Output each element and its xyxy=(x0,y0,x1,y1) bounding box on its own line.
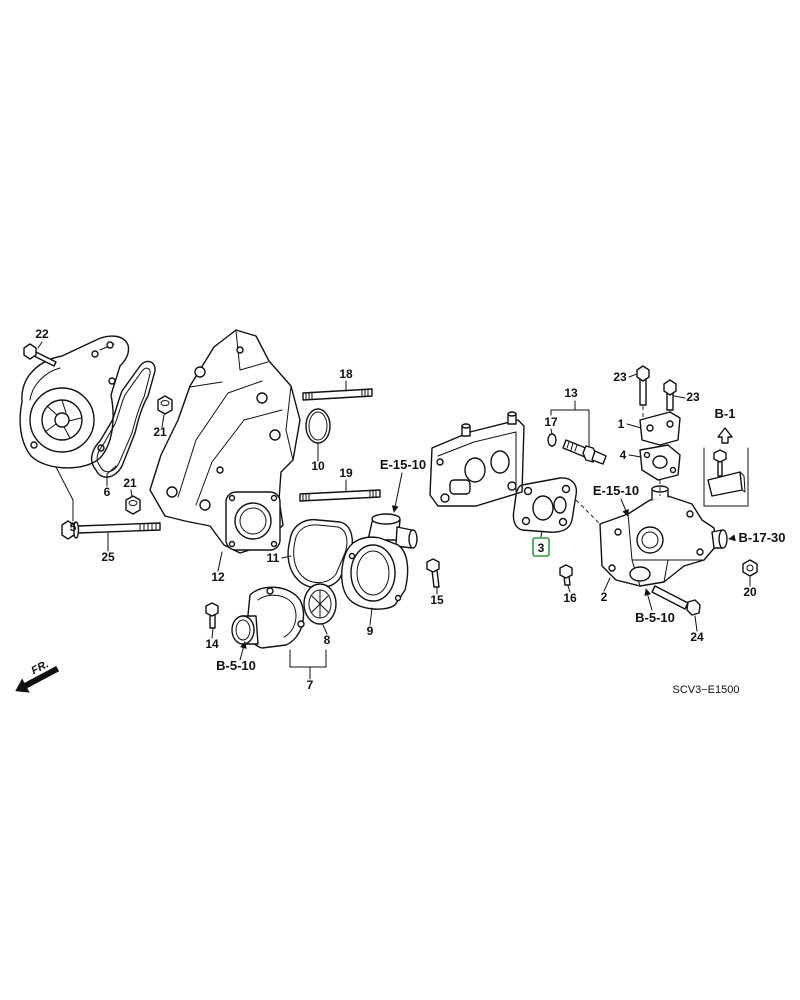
thermostat xyxy=(303,583,337,625)
leader-line-17 xyxy=(550,428,553,435)
part-number-6: 6 xyxy=(104,485,111,499)
housing-bolt xyxy=(426,558,440,588)
part-number-20: 20 xyxy=(743,585,757,599)
leader-line-23-right xyxy=(673,395,686,399)
leader-line-21-upper xyxy=(161,414,165,428)
part-number-17: 17 xyxy=(544,415,558,429)
b1-inset xyxy=(703,427,749,507)
reference-e15-10-housing: E-15-10 xyxy=(593,483,639,498)
part-number-1: 1 xyxy=(618,417,625,431)
pump-bolt xyxy=(23,343,57,367)
bracket xyxy=(639,411,681,446)
bracket-bolt-right xyxy=(663,379,677,411)
part-number-10: 10 xyxy=(311,459,325,473)
leader-line-6 xyxy=(106,465,117,487)
part-number-8: 8 xyxy=(324,633,331,647)
cylinder-head-section xyxy=(429,411,525,507)
outlet-bolt xyxy=(651,585,701,616)
leader-line-24 xyxy=(694,615,698,632)
flange-bolt xyxy=(559,564,573,586)
part-number-23-left: 23 xyxy=(613,370,627,384)
leader-line-5 xyxy=(55,466,74,522)
leader-line-22 xyxy=(37,341,43,349)
part-number-15: 15 xyxy=(430,593,444,607)
reference-b1: B-1 xyxy=(715,406,736,421)
leader-line-b5-10-housing xyxy=(644,588,653,611)
leader-line-2 xyxy=(603,577,611,592)
part-number-21-lower: 21 xyxy=(123,476,137,490)
highlight-box xyxy=(532,537,550,557)
water-outlet-housing xyxy=(599,485,728,587)
housing-gasket xyxy=(512,477,578,533)
pipe-nut xyxy=(742,559,758,577)
thermostat-cover xyxy=(231,586,305,649)
leader-line-e15-10-thermostat xyxy=(391,472,403,513)
part-number-13: 13 xyxy=(564,386,578,400)
part-number-21-upper: 21 xyxy=(153,425,167,439)
assembly-line xyxy=(575,406,671,525)
leader-line-7 xyxy=(289,649,327,680)
part-number-12: 12 xyxy=(211,570,225,584)
water-passage-housing xyxy=(149,329,301,554)
stud-bolt-upper xyxy=(302,388,373,401)
part-number-22: 22 xyxy=(35,327,49,341)
leader-line-13 xyxy=(550,400,590,448)
part-number-23-right: 23 xyxy=(686,390,700,404)
cover-bolt xyxy=(205,602,219,629)
drawing-code: SCV3−E1500 xyxy=(673,684,740,696)
arrow-icon xyxy=(15,665,60,693)
part-number-3: 3 xyxy=(538,541,545,555)
leader-line-11 xyxy=(281,555,292,559)
leader-line-16 xyxy=(567,585,571,593)
leader-line-e15-10-housing xyxy=(620,498,629,517)
leader-line-12 xyxy=(217,551,223,572)
leader-line-b5-10-thermostat xyxy=(239,641,247,661)
thermostat-housing xyxy=(341,513,418,610)
part-number-25: 25 xyxy=(101,550,115,564)
nut-lower xyxy=(125,495,141,515)
reference-e15-10-thermostat: E-15-10 xyxy=(380,457,426,472)
part-number-9: 9 xyxy=(367,624,374,638)
reference-b17-30: B-17-30 xyxy=(739,530,786,545)
part-number-16: 16 xyxy=(563,591,577,605)
part-number-18: 18 xyxy=(339,367,353,381)
reference-b5-10-housing: B-5-10 xyxy=(635,610,675,625)
part-number-7: 7 xyxy=(307,678,314,692)
long-bolt xyxy=(61,520,161,540)
leader-line-b17-30 xyxy=(728,534,736,542)
part-number-5: 5 xyxy=(70,520,77,534)
leader-line-8 xyxy=(322,624,328,635)
water-pump xyxy=(19,335,130,469)
stud-bolt-lower xyxy=(299,489,381,502)
leader-line-1 xyxy=(626,423,642,429)
bracket-bolt-left xyxy=(636,365,650,406)
part-number-2: 2 xyxy=(601,590,608,604)
part-number-24: 24 xyxy=(690,630,704,644)
leader-line-9 xyxy=(369,607,373,626)
part-number-11: 11 xyxy=(267,551,280,565)
leader-line-3 xyxy=(540,530,543,538)
leader-line-14 xyxy=(211,628,214,639)
leader-line-23-left xyxy=(628,373,638,378)
temperature-sensor xyxy=(562,439,607,465)
leader-line-4 xyxy=(628,454,642,458)
part-number-14: 14 xyxy=(205,637,219,651)
part-number-4: 4 xyxy=(620,448,627,462)
front-direction-arrow: FR. xyxy=(15,658,60,693)
leader-line-21-lower xyxy=(130,489,133,498)
outlet-gasket xyxy=(639,444,681,481)
water-pump-gasket xyxy=(90,360,156,478)
part-number-19: 19 xyxy=(339,466,353,480)
reference-b5-10-thermostat: B-5-10 xyxy=(216,658,256,673)
nut-upper xyxy=(157,395,173,415)
